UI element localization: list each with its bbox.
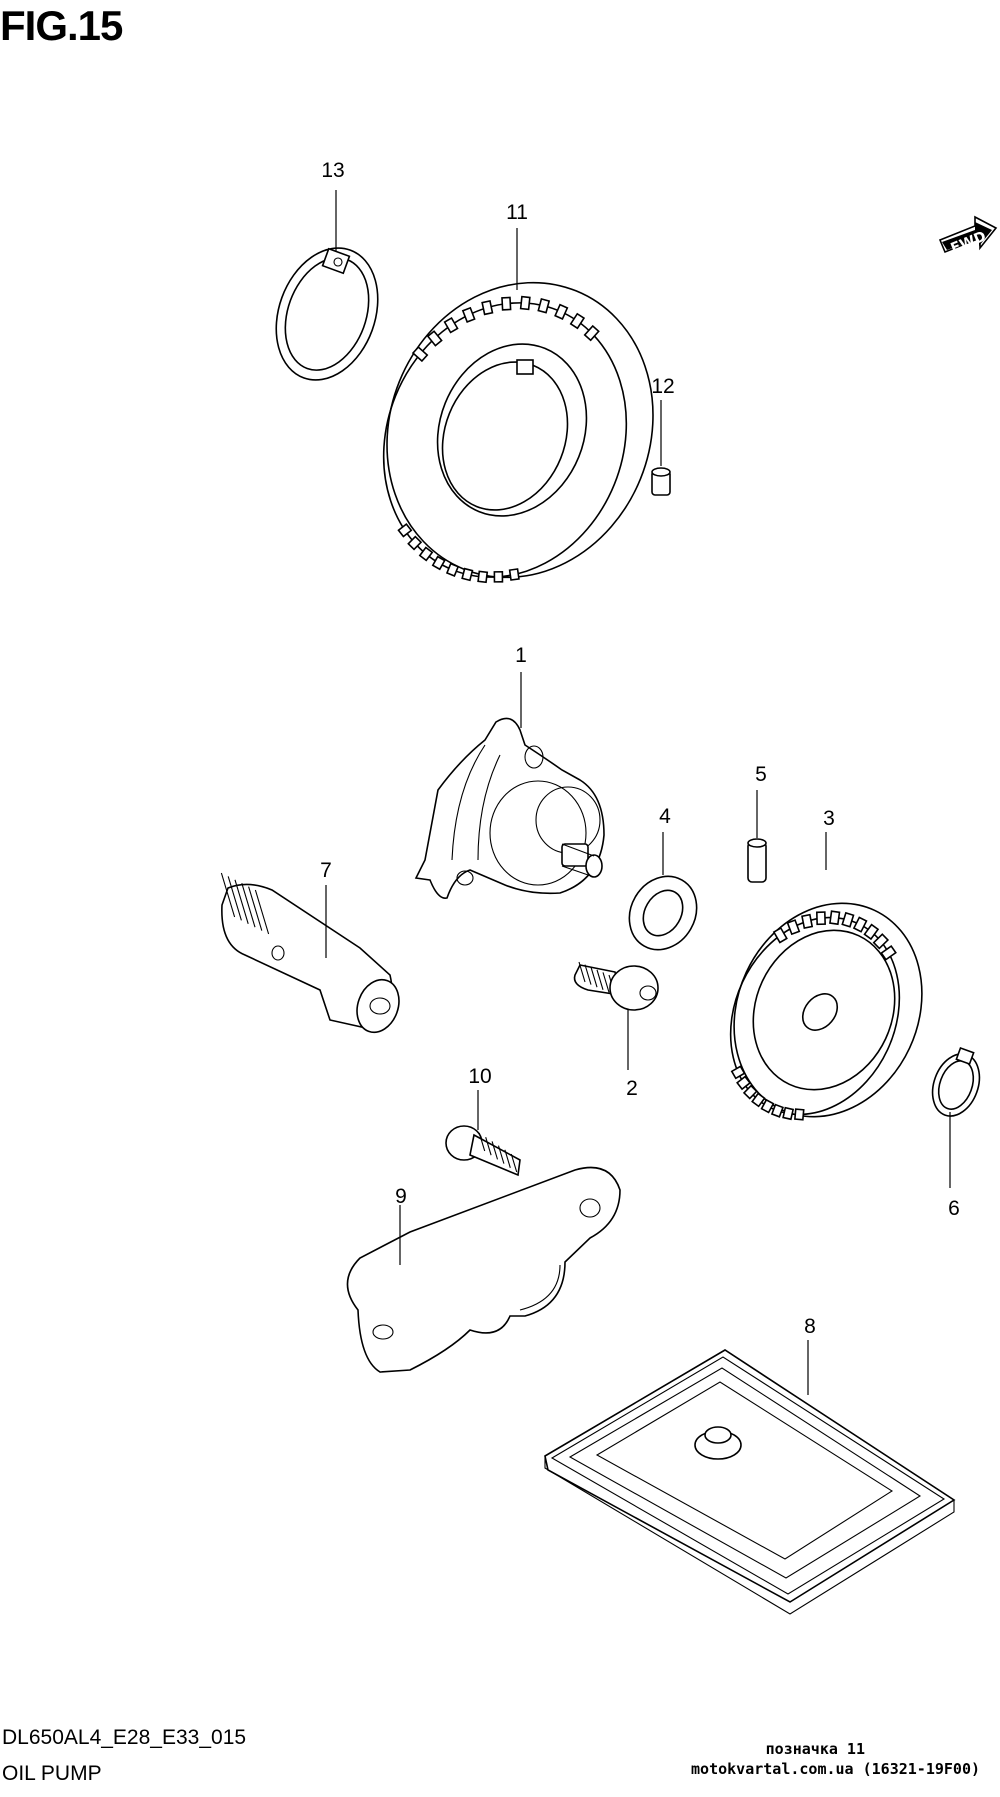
- callout-7: 7: [320, 859, 332, 882]
- part-10-bolt: [445, 1090, 521, 1177]
- part-6-circlip: [931, 1046, 981, 1188]
- model-code: DL650AL4_E28_E33_015: [2, 1726, 247, 1749]
- callout-12: 12: [651, 375, 675, 398]
- part-8-strainer: [544, 1340, 956, 1615]
- part-13-circlip: [275, 190, 379, 381]
- watermark-line-2: motokvartal.com.ua (16321-19F00): [691, 1760, 980, 1778]
- callout-2: 2: [626, 1077, 638, 1100]
- figure-name: OIL PUMP: [2, 1762, 102, 1785]
- callout-4: 4: [659, 805, 671, 828]
- fwd-direction-badge: FWD: [938, 215, 998, 257]
- part-3-drive-gear: [729, 832, 923, 1121]
- callout-5: 5: [755, 763, 767, 786]
- callout-8: 8: [804, 1315, 816, 1338]
- part-7-shaft: [220, 872, 400, 1034]
- part-9-plate: [346, 1166, 621, 1373]
- figure-title: FIG.15: [0, 2, 123, 49]
- callout-13: 13: [321, 159, 345, 182]
- part-1-pump-body: [414, 672, 605, 899]
- callout-10: 10: [468, 1065, 492, 1088]
- callout-3: 3: [823, 807, 835, 830]
- callout-1: 1: [515, 644, 527, 667]
- watermark-line-1: позначка 11: [765, 1740, 865, 1758]
- part-5-pin: [747, 790, 767, 883]
- part-11-driven-gear: [382, 228, 654, 584]
- part-12-pin: [651, 400, 671, 496]
- callout-9: 9: [395, 1185, 407, 1208]
- callout-11: 11: [506, 201, 528, 224]
- part-4-washer: [628, 832, 698, 951]
- part-2-bolt: [573, 961, 659, 1070]
- callout-6: 6: [948, 1197, 960, 1220]
